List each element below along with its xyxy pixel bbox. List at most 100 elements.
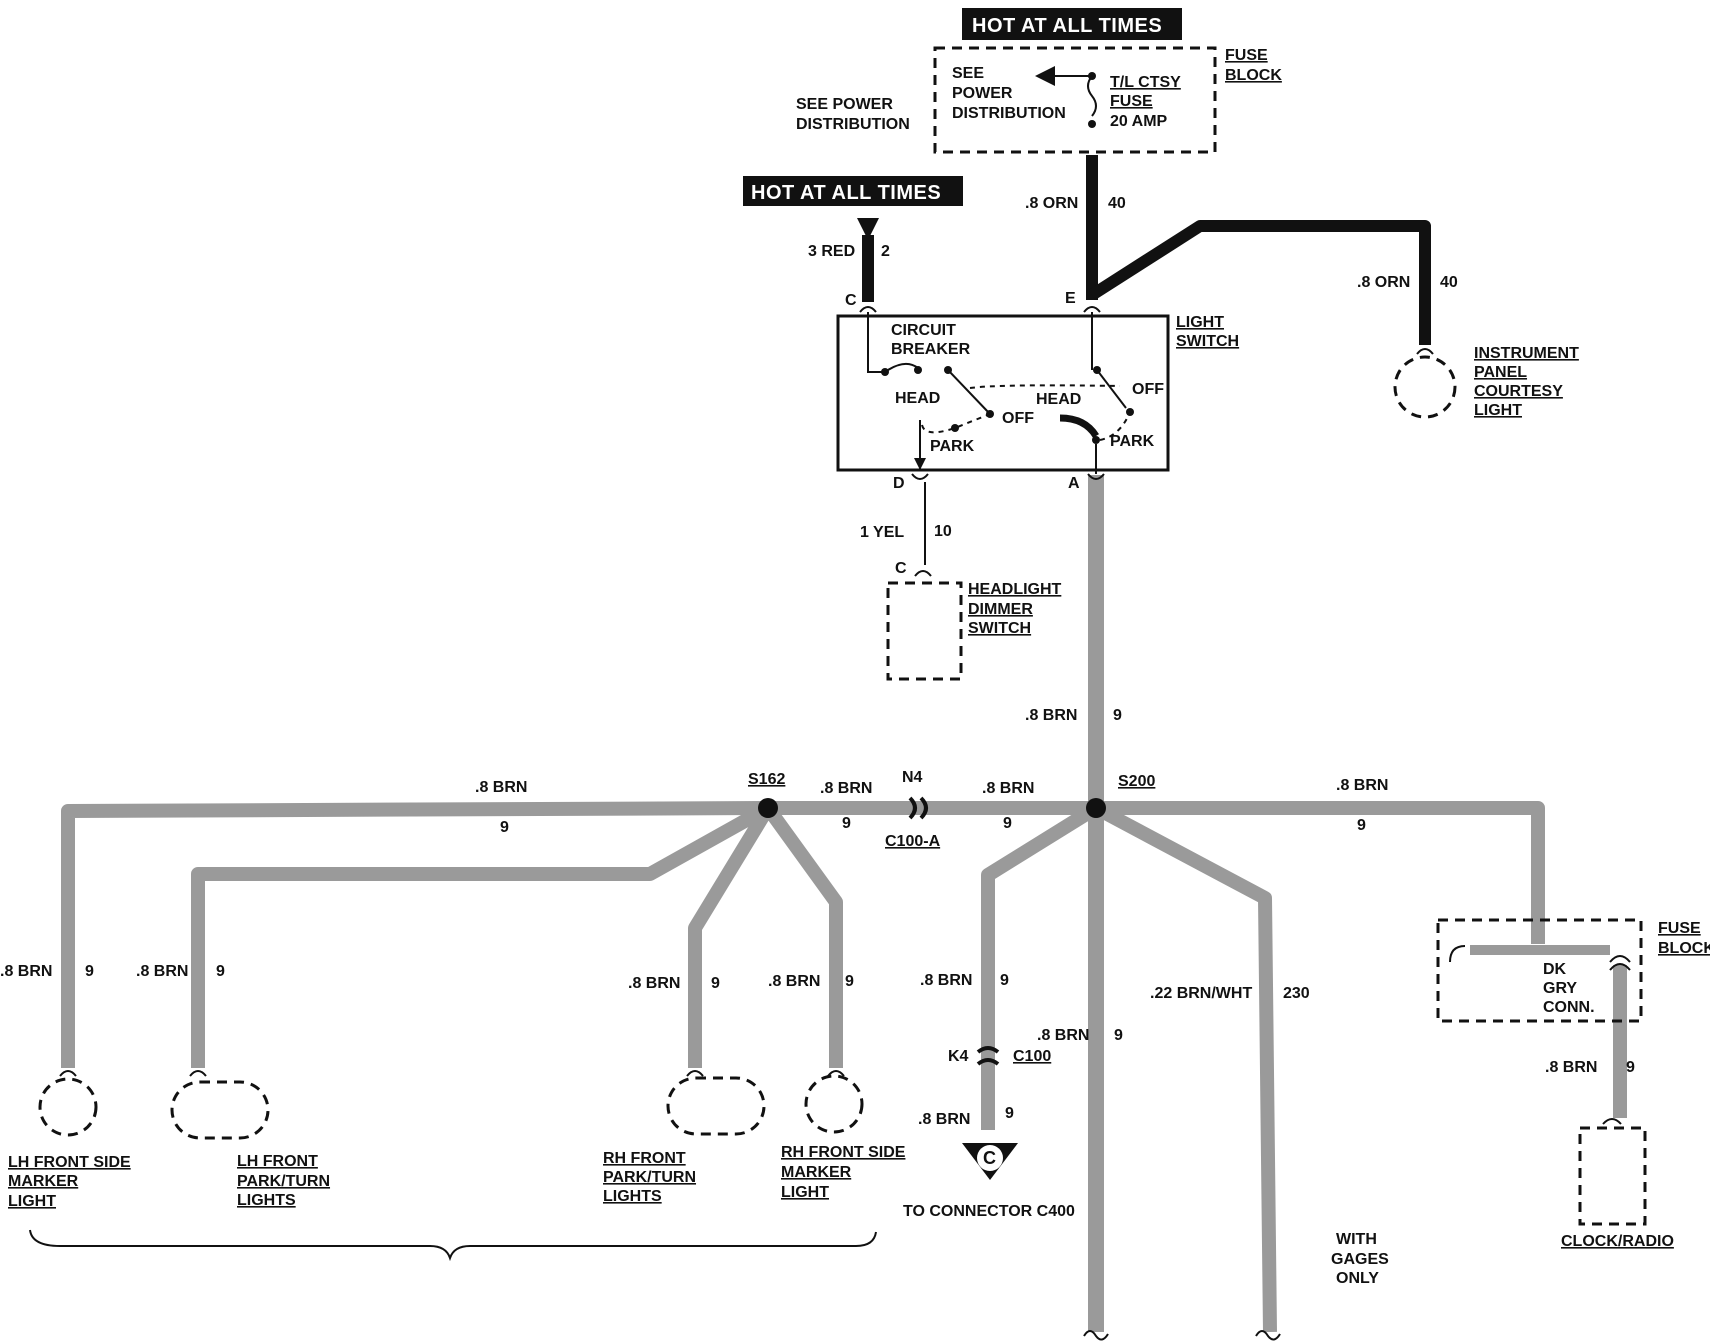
wire-continues-icon bbox=[1083, 1330, 1109, 1341]
connector-c-symbol: C bbox=[962, 1143, 1018, 1180]
svg-text:FUSE: FUSE bbox=[1225, 47, 1268, 64]
circuit-number: 230 bbox=[1283, 985, 1310, 1002]
wire-label: .8 ORN bbox=[1025, 195, 1078, 212]
svg-text:GAGES: GAGES bbox=[1331, 1251, 1389, 1268]
circuit-number: 9 bbox=[842, 815, 851, 832]
ip-courtesy-light: INSTRUMENT PANEL COURTESY LIGHT bbox=[1393, 345, 1579, 419]
svg-text:DIMMER: DIMMER bbox=[968, 601, 1033, 618]
see-power-line1: SEE POWER bbox=[796, 96, 893, 113]
svg-text:CLOCK/RADIO: CLOCK/RADIO bbox=[1561, 1233, 1674, 1250]
wire-label: .8 BRN bbox=[982, 780, 1034, 797]
svg-text:HEADLIGHT: HEADLIGHT bbox=[968, 581, 1062, 598]
hot-arrow-icon bbox=[857, 218, 879, 240]
svg-text:RH FRONT SIDE: RH FRONT SIDE bbox=[781, 1144, 906, 1161]
circuit-number: 9 bbox=[500, 819, 509, 836]
svg-text:LH FRONT: LH FRONT bbox=[237, 1153, 318, 1170]
svg-text:MARKER: MARKER bbox=[781, 1164, 852, 1181]
wire-orn-ip bbox=[1088, 220, 1431, 345]
wire-label: .8 BRN bbox=[1545, 1059, 1597, 1076]
connector-c100a: N4 C100-A bbox=[885, 769, 941, 850]
svg-text:HOT AT ALL TIMES: HOT AT ALL TIMES bbox=[972, 15, 1162, 37]
splice-s200-dot bbox=[1086, 798, 1106, 818]
grey-wires bbox=[61, 475, 1627, 1333]
svg-text:SWITCH: SWITCH bbox=[968, 620, 1031, 637]
wire-label: .8 BRN bbox=[920, 972, 972, 989]
svg-text:COURTESY: COURTESY bbox=[1474, 383, 1563, 400]
circuit-number: 9 bbox=[711, 975, 720, 992]
svg-text:LH FRONT SIDE: LH FRONT SIDE bbox=[8, 1154, 131, 1171]
splice-s162-label: S162 bbox=[748, 771, 785, 788]
with-gages-only: WITH GAGES ONLY bbox=[1331, 1231, 1389, 1287]
svg-text:BREAKER: BREAKER bbox=[891, 341, 971, 358]
svg-text:MARKER: MARKER bbox=[8, 1173, 79, 1190]
light-switch-name1: LIGHT bbox=[1176, 314, 1224, 331]
circuit-number: 40 bbox=[1440, 274, 1458, 291]
wire-brn-fuse-block bbox=[1096, 801, 1545, 944]
svg-text:PANEL: PANEL bbox=[1474, 364, 1527, 381]
clock-radio: CLOCK/RADIO bbox=[1561, 1118, 1674, 1250]
svg-text:PARK: PARK bbox=[930, 438, 975, 455]
splice-s162-dot bbox=[758, 798, 778, 818]
fuse-block-top: FUSE BLOCK SEE POWER DISTRIBUTION T/L CT… bbox=[933, 46, 1282, 154]
svg-text:CONN.: CONN. bbox=[1543, 999, 1595, 1016]
circuit-number: 9 bbox=[1626, 1059, 1635, 1076]
svg-text:DK: DK bbox=[1543, 961, 1567, 978]
group-bracket bbox=[29, 1229, 877, 1262]
circuit-number: 9 bbox=[1000, 972, 1009, 989]
svg-text:RH FRONT: RH FRONT bbox=[603, 1150, 686, 1167]
lh-front-park-turn-lights: LH FRONT PARK/TURN LIGHTS bbox=[170, 1070, 330, 1209]
svg-text:N4: N4 bbox=[902, 769, 923, 786]
black-wires bbox=[857, 155, 1431, 565]
wire-label: .8 BRN bbox=[1037, 1027, 1089, 1044]
svg-text:FUSE: FUSE bbox=[1110, 93, 1153, 110]
svg-text:HEAD: HEAD bbox=[1036, 391, 1081, 408]
hot-label-left: HOT AT ALL TIMES bbox=[743, 176, 963, 206]
svg-text:D: D bbox=[893, 475, 905, 492]
light-switch: C E D A HEAD OFF PARK CIRCUIT BREAKER HE… bbox=[836, 290, 1170, 492]
wire-brn-lh-marker bbox=[61, 801, 769, 1068]
wire-brn-lh-park bbox=[191, 801, 772, 1068]
circuit-number: 9 bbox=[1357, 817, 1366, 834]
svg-text:C: C bbox=[895, 560, 907, 577]
wire-label: .8 BRN bbox=[475, 779, 527, 796]
svg-text:A: A bbox=[1068, 475, 1080, 492]
wire-label: .8 BRN bbox=[820, 780, 872, 797]
svg-text:C: C bbox=[845, 292, 857, 309]
wire-label: .8 BRN bbox=[1025, 707, 1077, 724]
svg-text:C100: C100 bbox=[1013, 1048, 1051, 1065]
svg-text:K4: K4 bbox=[948, 1048, 969, 1065]
svg-text:FUSE: FUSE bbox=[1658, 920, 1701, 937]
circuit-number: 2 bbox=[881, 243, 890, 260]
headlight-dimmer-switch: C HEADLIGHT DIMMER SWITCH bbox=[886, 560, 1062, 681]
hot-label-top: HOT AT ALL TIMES bbox=[962, 8, 1182, 40]
wire-label: .8 BRN bbox=[0, 963, 52, 980]
wire-continues-icon bbox=[1255, 1330, 1281, 1341]
wire-label: 1 YEL bbox=[860, 524, 904, 541]
svg-text:POWER: POWER bbox=[952, 85, 1013, 102]
svg-text:C100-A: C100-A bbox=[885, 833, 941, 850]
wire-label: .8 BRN bbox=[918, 1111, 970, 1128]
svg-text:T/L CTSY: T/L CTSY bbox=[1110, 74, 1181, 91]
svg-text:BLOCK: BLOCK bbox=[1225, 67, 1282, 84]
svg-text:LIGHTS: LIGHTS bbox=[603, 1188, 662, 1205]
circuit-number: 9 bbox=[1114, 1027, 1123, 1044]
svg-text:LIGHTS: LIGHTS bbox=[237, 1192, 296, 1209]
svg-text:LIGHT: LIGHT bbox=[8, 1193, 56, 1210]
wire-brn-rh-marker bbox=[762, 803, 843, 1068]
to-connector-c400: TO CONNECTOR C400 bbox=[903, 1203, 1075, 1220]
wire-label: 3 RED bbox=[808, 243, 855, 260]
rh-front-park-turn-lights: RH FRONT PARK/TURN LIGHTS bbox=[603, 1070, 766, 1205]
svg-text:DISTRIBUTION: DISTRIBUTION bbox=[952, 105, 1066, 122]
svg-text:PARK/TURN: PARK/TURN bbox=[603, 1169, 696, 1186]
circuit-number: 9 bbox=[85, 963, 94, 980]
rh-front-side-marker-light: RH FRONT SIDE MARKER LIGHT bbox=[781, 1070, 906, 1201]
svg-text:WITH: WITH bbox=[1336, 1231, 1377, 1248]
circuit-number: 9 bbox=[845, 973, 854, 990]
wire-label: .8 BRN bbox=[768, 973, 820, 990]
splice-s200-label: S200 bbox=[1118, 773, 1155, 790]
circuit-number: 9 bbox=[1113, 707, 1122, 724]
svg-text:20 AMP: 20 AMP bbox=[1110, 113, 1168, 130]
wire-label: .22 BRN/WHT bbox=[1150, 985, 1252, 1002]
svg-text:PARK/TURN: PARK/TURN bbox=[237, 1173, 330, 1190]
svg-text:BLOCK: BLOCK bbox=[1658, 940, 1710, 957]
